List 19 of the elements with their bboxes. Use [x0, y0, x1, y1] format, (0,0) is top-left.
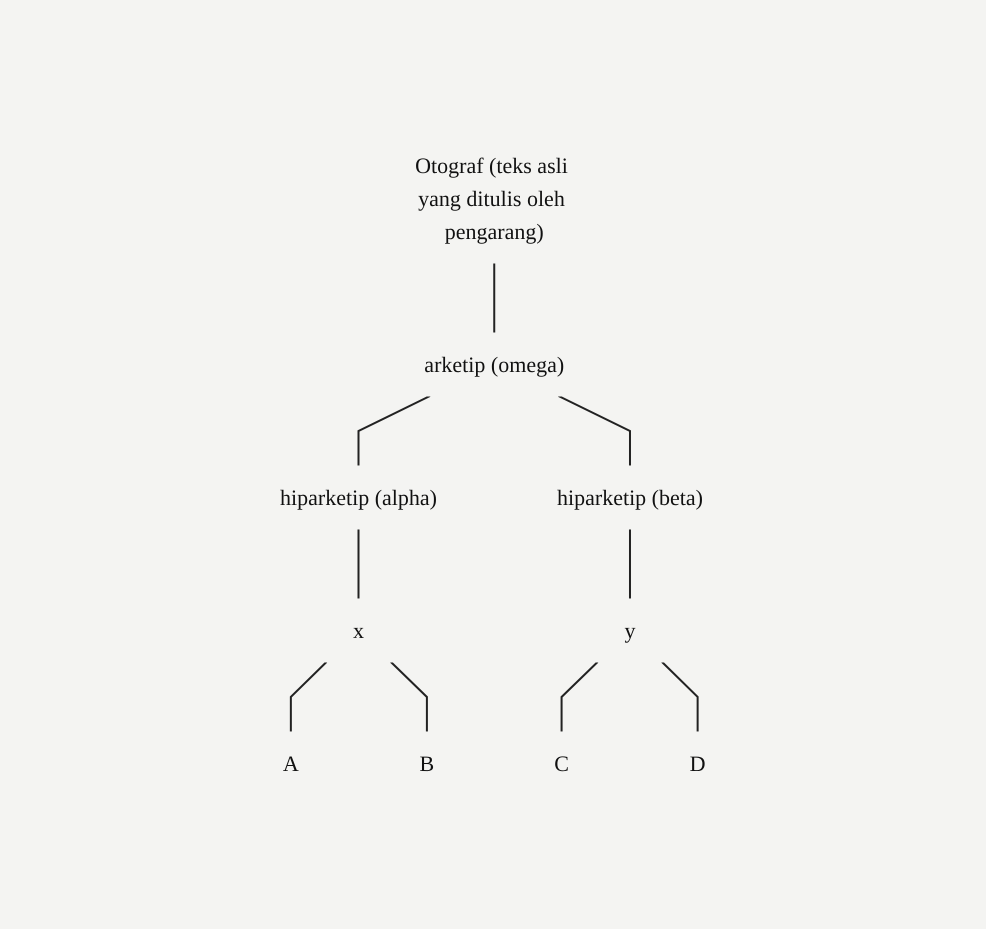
node-text: x — [353, 618, 364, 643]
node-text: A — [283, 750, 300, 776]
node-text: arketip (omega) — [424, 352, 564, 378]
connector — [629, 529, 632, 599]
node-text: C — [554, 750, 570, 776]
node-text: Otograf (teks asli yang ditulis oleh pengarang) — [415, 153, 568, 244]
connector — [290, 661, 328, 732]
node-text: hiparketip (beta) — [557, 485, 704, 510]
node-text: hiparketip (alpha) — [280, 485, 438, 510]
connector — [493, 263, 496, 333]
node-text: D — [690, 750, 706, 776]
connector — [358, 529, 360, 599]
connector — [558, 395, 632, 466]
connector — [390, 661, 428, 732]
connector — [358, 395, 431, 466]
connector — [560, 661, 598, 732]
connector — [662, 661, 699, 732]
node-text: y — [624, 618, 636, 643]
node-text: B — [420, 750, 434, 776]
